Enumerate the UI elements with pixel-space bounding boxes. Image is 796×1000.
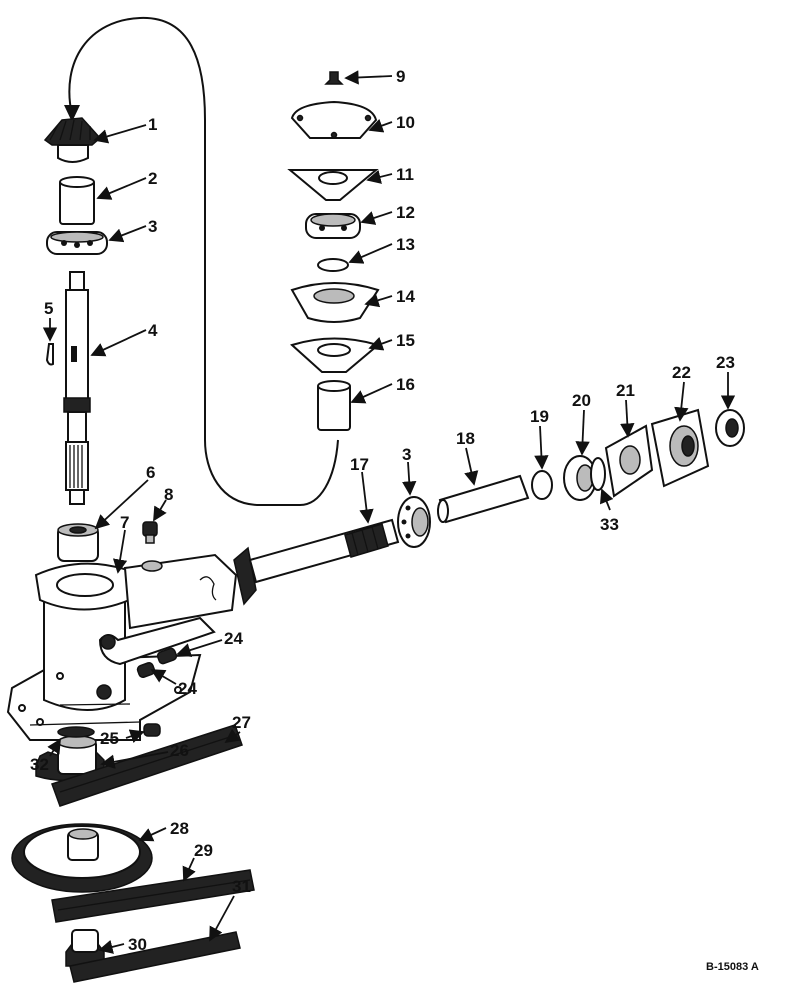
- callout-24-b: 24: [178, 679, 197, 698]
- callout-33: 33: [600, 515, 619, 534]
- callout-9: 9: [396, 67, 405, 86]
- callout-15: 15: [396, 331, 415, 350]
- part-2-sleeve: [59, 176, 95, 225]
- callout-25: 25: [100, 729, 119, 748]
- part-24-bolt-b: [136, 662, 156, 678]
- callout-labels: 1 2 3 4 5 6 7 8 9 10 11 12 13 14 15 16 1…: [30, 67, 735, 954]
- part-10-cover: [290, 100, 378, 139]
- part-20-bearing: [563, 455, 606, 501]
- callout-29: 29: [194, 841, 213, 860]
- callout-19: 19: [530, 407, 549, 426]
- part-8-plug: [142, 521, 158, 544]
- part-3-bearing-horizontal: [397, 496, 431, 548]
- callout-5: 5: [44, 299, 53, 318]
- callout-21: 21: [616, 381, 635, 400]
- part-14-retainer: [290, 282, 380, 323]
- part-19-ring: [531, 470, 553, 500]
- part-32-washer: [57, 726, 95, 738]
- callout-3-horizontal: 3: [402, 445, 411, 464]
- callout-12: 12: [396, 203, 415, 222]
- part-9-fitting: [324, 71, 344, 85]
- figure-reference: B-15083 A: [706, 961, 759, 973]
- part-31-chain: [69, 931, 241, 983]
- part-30-small-sprocket: [65, 929, 105, 967]
- callout-28: 28: [170, 819, 189, 838]
- callout-16: 16: [396, 375, 415, 394]
- part-24-bolt-a: [156, 647, 178, 665]
- part-23-seal: [715, 409, 745, 447]
- callout-26: 26: [170, 741, 189, 760]
- part-4-splined-shaft: [63, 271, 91, 505]
- part-22-bearing-cap: [650, 408, 710, 488]
- callout-4: 4: [148, 321, 158, 340]
- part-1-bevel-gear: [43, 117, 102, 163]
- part-6-bearing-lower: [57, 523, 99, 562]
- callout-3: 3: [148, 217, 157, 236]
- callout-13: 13: [396, 235, 415, 254]
- callout-2: 2: [148, 169, 157, 188]
- part-16-sleeve: [317, 380, 351, 431]
- part-11-gasket: [287, 169, 379, 201]
- part-28-large-sprocket: [11, 823, 153, 893]
- callout-7: 7: [120, 513, 129, 532]
- part-25-bolt: [143, 723, 161, 737]
- callout-6: 6: [146, 463, 155, 482]
- part-7-gear-housing: [6, 553, 238, 741]
- part-3-bearing-upper: [46, 231, 108, 255]
- callout-18: 18: [456, 429, 475, 448]
- callout-27: 27: [232, 713, 251, 732]
- callout-30: 30: [128, 935, 147, 954]
- part-27-chain: [51, 724, 243, 807]
- callout-11: 11: [396, 165, 414, 184]
- callout-22: 22: [672, 363, 691, 382]
- assembly-loop-line: [68, 16, 339, 506]
- callout-23: 23: [716, 353, 735, 372]
- callout-31: 31: [232, 877, 251, 896]
- callout-leaders: [42, 70, 736, 954]
- callout-32: 32: [30, 755, 49, 774]
- part-17-pinion-shaft: [233, 518, 400, 606]
- part-18-tube: [437, 474, 530, 524]
- callout-24-a: 24: [224, 629, 243, 648]
- callout-8: 8: [164, 485, 173, 504]
- part-13-ring: [317, 258, 349, 272]
- callout-10: 10: [396, 113, 415, 132]
- callout-14: 14: [396, 287, 415, 306]
- callout-17: 17: [350, 455, 369, 474]
- part-5-key: [45, 343, 54, 366]
- loop-arrowhead: [64, 105, 80, 122]
- callout-20: 20: [572, 391, 591, 410]
- part-15-gasket: [290, 337, 381, 373]
- callout-1: 1: [148, 115, 157, 134]
- part-12-bearing: [305, 213, 361, 239]
